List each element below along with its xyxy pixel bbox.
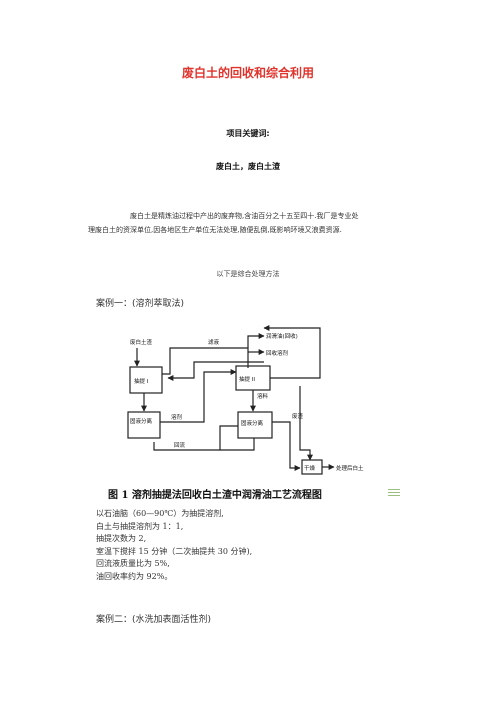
param-line: 回流液质量比为 5%, [96, 559, 170, 569]
param-line: 油回收率约为 92%。 [96, 571, 173, 581]
parameter-list: 以石油脑（60—90℃）为抽提溶剂, 白土与抽提溶剂为 1：1, 抽提次数为 2… [96, 508, 252, 584]
separation-2-box [237, 411, 273, 439]
label-dryer: 干燥 [304, 464, 316, 472]
extractor-1-box [129, 366, 163, 394]
intro-line-1: 废白土是精炼油过程中产出的废弃物,含油百分之十五至四十.我厂是专业处 [130, 212, 359, 220]
figure-caption: 图 1 溶剂抽提法回收白土渣中润滑油工艺流程图 [108, 490, 322, 501]
label-slurry: 溶料 [257, 392, 269, 400]
label-solvent-liquid: 溶剂 [171, 413, 183, 421]
methods-intro: 以下是综合处理方法 [216, 270, 280, 278]
label-extractor-1: 抽提 I [134, 377, 149, 385]
process-flow-diagram: 废白土渣 抽提 I 滤液 固液分离 溶剂 回流 抽提 II 润滑油(回收) 回收… [127, 325, 364, 475]
caption-decoration [388, 489, 400, 498]
label-filtrate: 滤液 [208, 338, 220, 346]
param-line: 室温下搅拌 15 分钟（二次抽提共 30 分钟), [96, 546, 253, 556]
case-1-heading: 案例一：(溶剂萃取法) [96, 299, 185, 309]
document-title: 废白土的回收和综合利用 [181, 66, 314, 80]
label-separation-2: 固液分离 [241, 419, 264, 427]
intro-line-2: 理废白土的资深单位,因各地区生产单位无法处理,随便乱倒,既影响环境又浪费资源. [88, 226, 342, 234]
intro-paragraph: 废白土是精炼油过程中产出的废弃物,含油百分之十五至四十.我厂是专业处 理废白土的… [88, 209, 414, 237]
label-dreg: 废渣 [292, 412, 304, 420]
keywords-label: 项目关键词: [226, 129, 270, 138]
label-feed: 废白土渣 [130, 338, 153, 346]
label-recovered-solvent: 回收溶剂 [266, 349, 289, 357]
param-line: 以石油脑（60—90℃）为抽提溶剂, [96, 509, 224, 518]
keywords-value: 废白土，废白土渣 [216, 162, 280, 171]
label-treated-clay: 处理后白土 [336, 464, 364, 472]
case-2-heading: 案例二：(水洗加表面活性剂) [96, 615, 212, 625]
separation-box [127, 411, 161, 439]
param-line: 白土与抽提溶剂为 1：1, [96, 521, 184, 531]
label-lube-oil: 润滑油(回收) [266, 332, 298, 340]
label-extractor-2: 抽提 II [239, 375, 255, 383]
param-line: 抽提次数为 2, [96, 534, 147, 544]
label-separation-1: 固液分离 [130, 417, 153, 425]
label-recycle: 回流 [174, 441, 186, 449]
